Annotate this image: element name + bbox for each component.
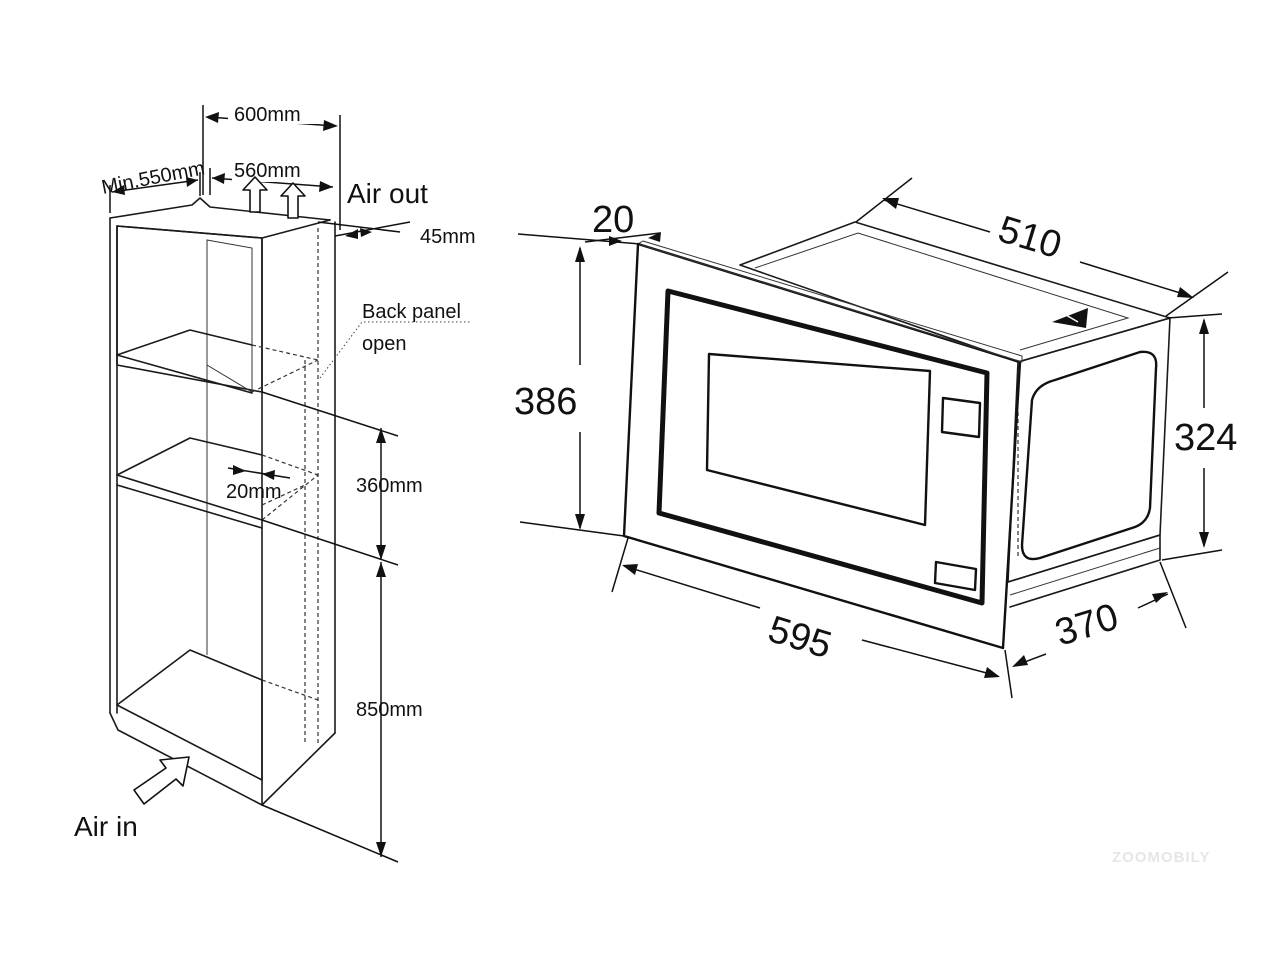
dim-560-label-bg (232, 158, 314, 182)
dim-20-line (584, 232, 661, 243)
dim-595-arrow-left (622, 564, 638, 575)
dim-45-arrow-2 (360, 228, 372, 237)
dim-550-label: Min.550mm (100, 157, 207, 199)
cabinet-bottom-edge (109, 712, 336, 806)
upper-opening-back (206, 239, 253, 393)
upper-shelf-hidden-1 (251, 344, 319, 361)
dim-560-arrow-left (212, 173, 225, 184)
dim-510-ext-right (1165, 271, 1229, 317)
dim-360-label: 360mm (356, 475, 423, 497)
dim-510-arrow-left (882, 198, 899, 209)
dim-324-arrow-bottom (1199, 532, 1209, 548)
dim-324-arrow-top (1199, 318, 1209, 334)
dim-370-ext (1159, 561, 1187, 629)
appliance-body-bottom-line (1009, 547, 1161, 596)
middle-shelf-front-2 (116, 484, 263, 529)
dim-45-ext-1 (317, 221, 401, 233)
middle-shelf-front (116, 474, 263, 521)
back-panel-label-line2: open (362, 333, 407, 355)
upper-shelf-back (116, 329, 253, 356)
dim-600-label-bg (228, 100, 316, 124)
dim-386-arrow-bottom (575, 514, 585, 530)
appliance-drawing: 20 510 386 324 595 (514, 177, 1237, 699)
dim-324-ext-top (1167, 313, 1223, 319)
dim-45-label: 45mm (420, 226, 476, 248)
appliance-front-frame-edge (636, 240, 1023, 363)
dim-20mm-arrow-left (233, 465, 246, 475)
watermark-logo: ZOOMOBILY (1112, 849, 1210, 866)
dim-386-arrow-top (575, 246, 585, 262)
dim-386-ext-bottom (519, 521, 625, 537)
cabinet-floor-hidden (261, 679, 319, 701)
dim-560-label: 560mm (234, 160, 301, 182)
dim-510-line-2 (1079, 261, 1191, 297)
dim-360-arrow-top (376, 428, 386, 443)
appliance-display (940, 396, 982, 439)
upper-opening-frame (116, 225, 263, 393)
warning-label-mark (1065, 314, 1079, 323)
dim-600-arrow-right (323, 120, 338, 131)
dim-850-arrow-bottom (376, 842, 386, 857)
dim-595-arrow-right (984, 667, 1000, 678)
upper-shelf-hidden-2 (251, 359, 319, 393)
upper-shelf-front (116, 354, 253, 394)
middle-shelf-hidden-2 (261, 474, 319, 521)
dim-850-arrow-top (376, 562, 386, 577)
cabinet-floor (116, 649, 263, 781)
appliance-body-bottom (1007, 534, 1161, 608)
dim-370-label: 370 (1050, 596, 1123, 655)
cabinet-drawing: Back panel open 600mm 560mm Min.550mm Ai… (74, 100, 476, 863)
air-in-arrow (133, 756, 190, 805)
appliance-window (705, 352, 932, 527)
dim-20-ext (517, 233, 641, 245)
dim-45-ext-2 (334, 221, 411, 237)
dim-20-arrow-2 (648, 232, 661, 242)
dim-510-line-1 (883, 199, 991, 233)
dim-550-line (111, 179, 199, 193)
air-out-arrow-2 (280, 182, 306, 219)
appliance-body-top-inner (754, 232, 1130, 351)
air-in-label: Air in (74, 811, 138, 842)
middle-shelf-back (116, 437, 263, 476)
dim-510-label: 510 (993, 208, 1066, 267)
dim-20mm-label: 20mm (226, 481, 282, 503)
dim-850-label: 850mm (356, 699, 423, 721)
dim-600-label: 600mm (234, 104, 301, 126)
dim-324-ext-bottom (1161, 549, 1223, 561)
dim-600-arrow-left (205, 112, 219, 123)
dim-595-ext-right (1004, 649, 1013, 699)
middle-shelf-hidden-3 (261, 484, 306, 506)
dim-360-ext-top (261, 391, 399, 437)
dim-20-arrow-1 (609, 236, 622, 246)
dim-20mm-arrow-right (262, 470, 275, 480)
dim-370-arrow-right (1152, 592, 1168, 603)
appliance-side-panel (1020, 350, 1158, 561)
appliance-door-button (933, 560, 978, 592)
dim-370-arrow-left (1012, 655, 1028, 667)
middle-shelf-hidden-1 (261, 454, 319, 476)
dim-360-ext-bottom (261, 519, 399, 566)
dim-595-ext-left (611, 537, 629, 593)
dim-550-arrow-left (112, 185, 125, 195)
dim-560-arrow-right (319, 181, 333, 192)
dim-550-arrow-right (186, 177, 198, 187)
dim-510-arrow-right (1177, 287, 1194, 298)
dim-360-arrow-bottom (376, 545, 386, 560)
dim-324-label: 324 (1174, 417, 1237, 459)
appliance-door (656, 288, 990, 606)
dim-595-line-1 (623, 565, 761, 609)
dim-595-label: 595 (763, 608, 836, 667)
dim-386-label: 386 (514, 381, 577, 423)
back-panel-label-line1: Back panel (362, 301, 461, 323)
dim-45-arrow-1 (345, 229, 358, 239)
dim-20-label: 20 (592, 199, 634, 241)
air-out-label: Air out (347, 178, 428, 209)
dim-850-ext-bottom (261, 804, 399, 863)
air-out-arrow-1 (242, 176, 268, 213)
dim-595-line-2 (861, 639, 999, 677)
